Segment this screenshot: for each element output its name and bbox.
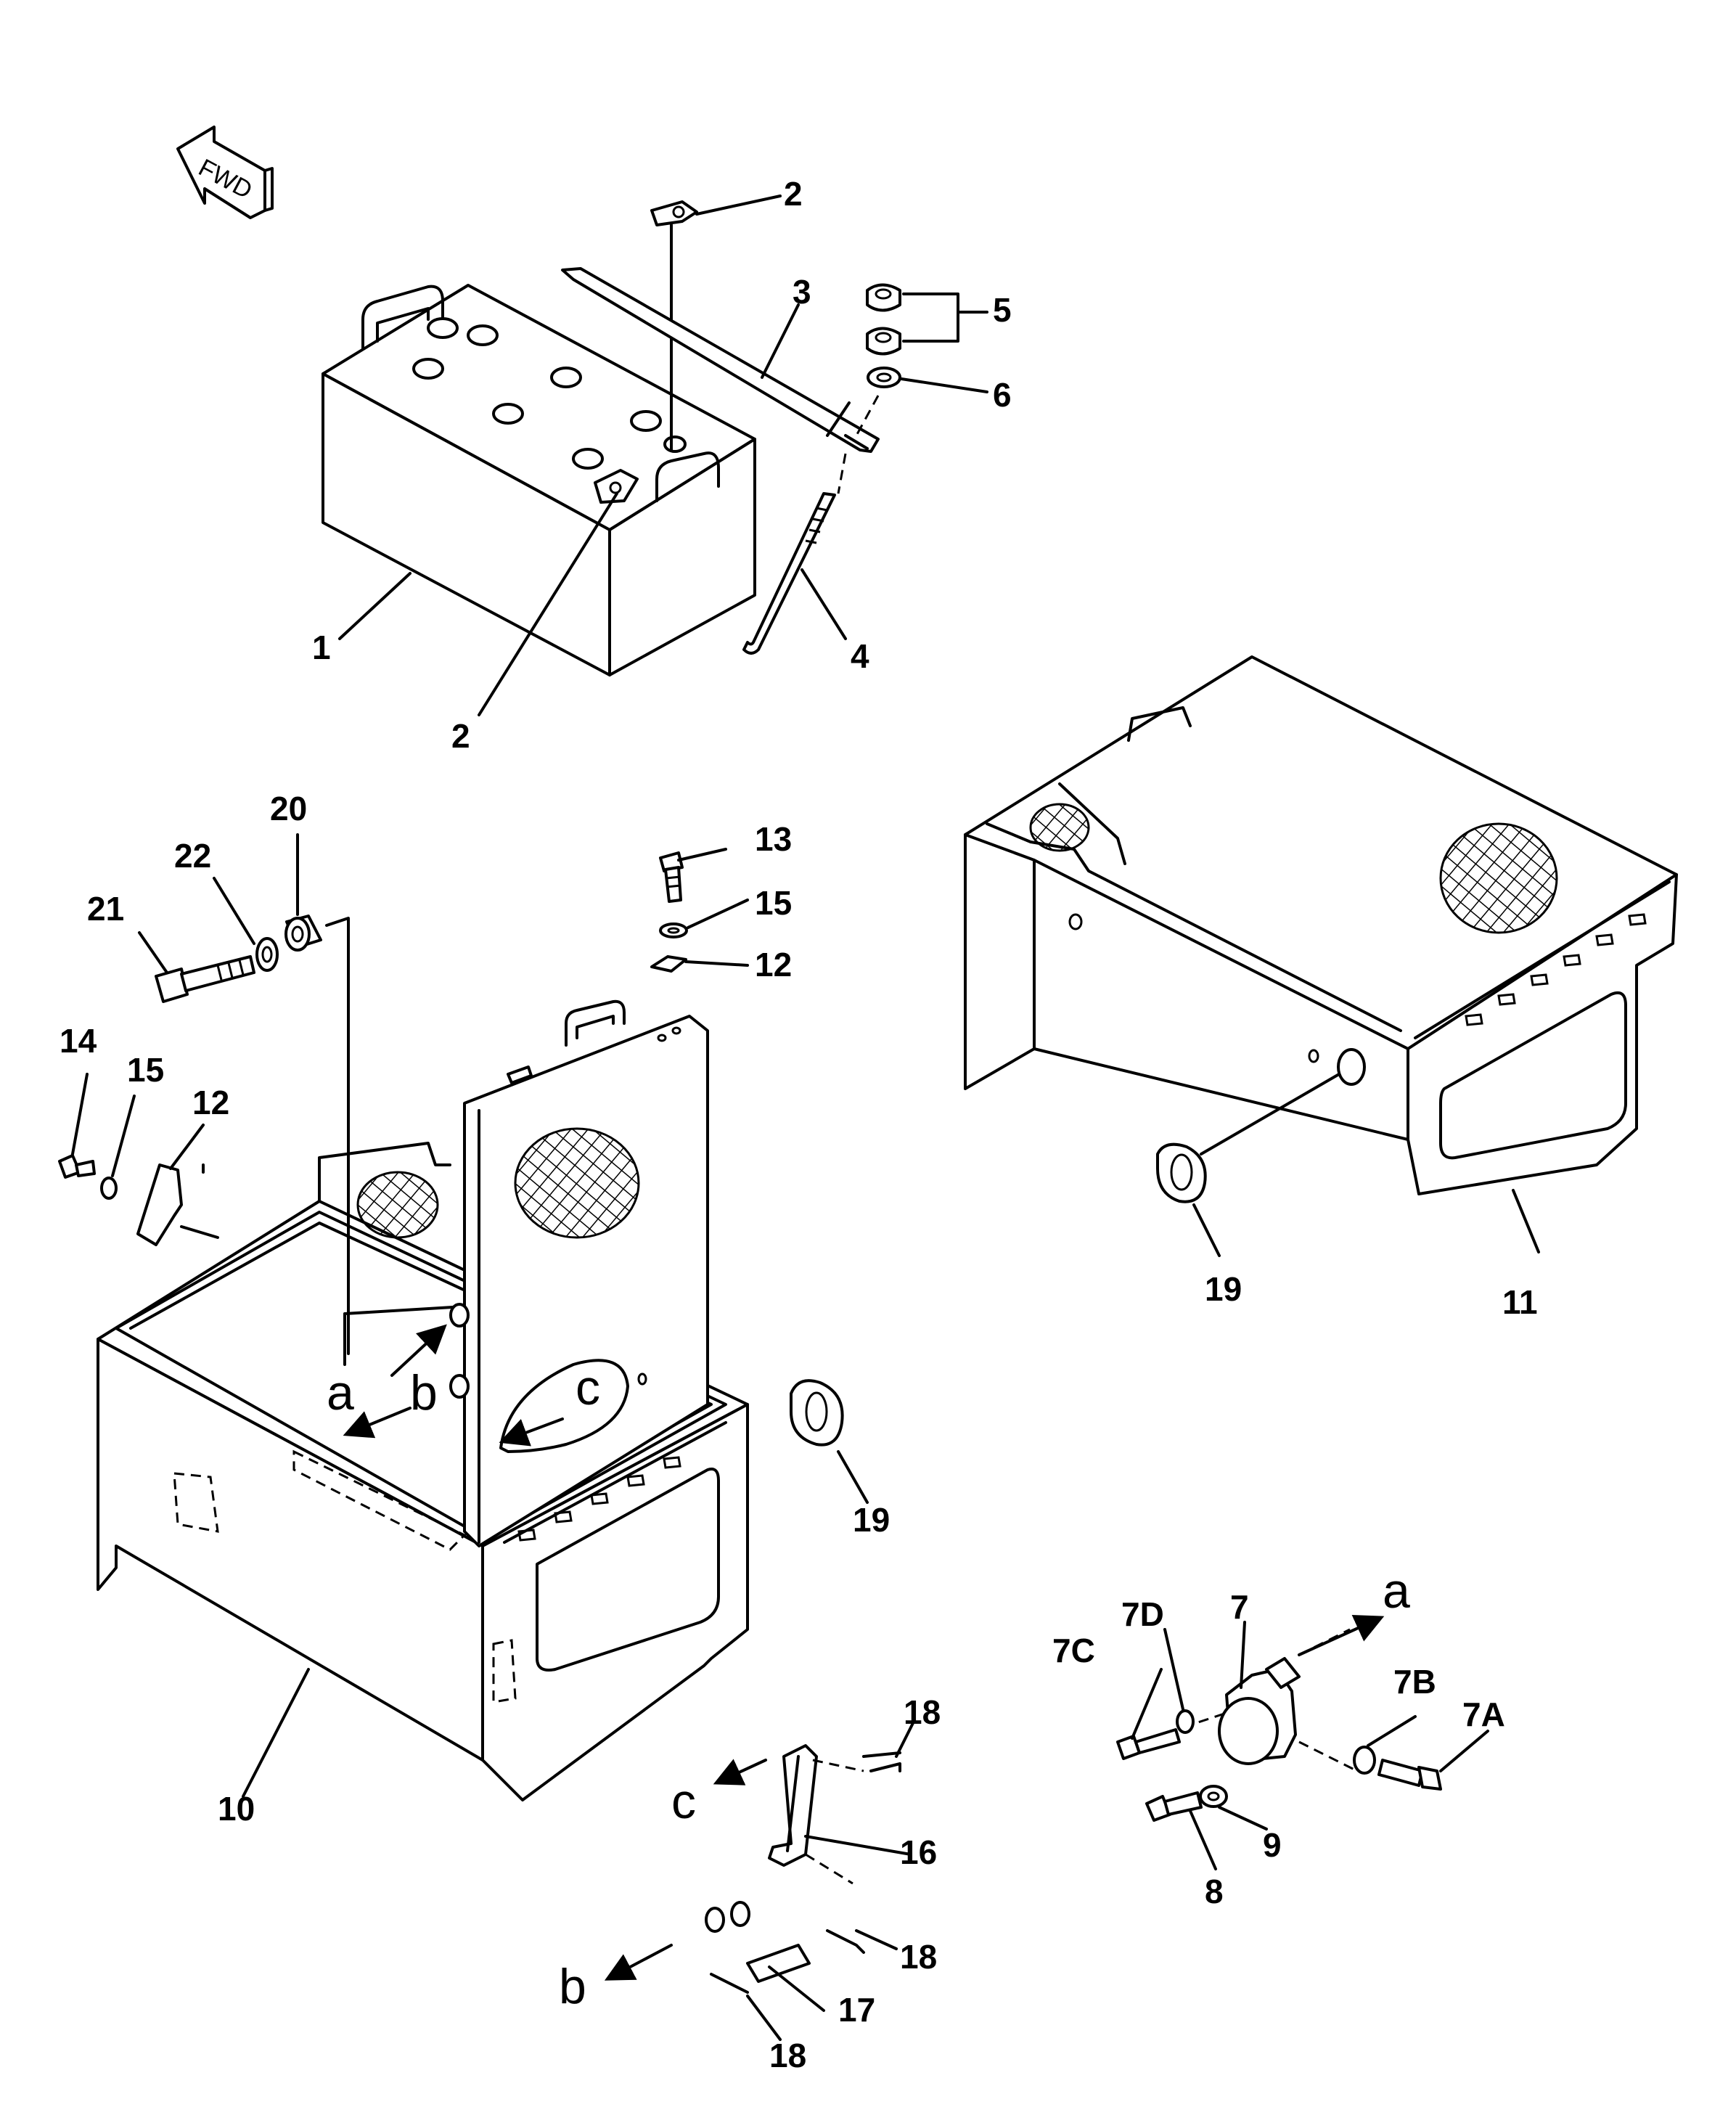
ref-letter-a-switch: a: [1383, 1563, 1410, 1619]
washer-7b: [1353, 1746, 1376, 1775]
battery-caps: [412, 317, 687, 470]
label-part-15-left: 15: [127, 1051, 164, 1089]
lid-vent-mesh: [514, 1127, 640, 1239]
label-part-17: 17: [838, 1991, 875, 2029]
washer-15-top: [659, 922, 688, 938]
label-part-21: 21: [87, 890, 124, 928]
label-part-19-right: 19: [1205, 1270, 1242, 1308]
cover-vent-slots: [1465, 913, 1647, 1026]
forward-direction-arrow: FWD: [176, 126, 274, 219]
label-part-7a: 7A: [1462, 1695, 1505, 1733]
washer-7d: [1176, 1709, 1195, 1734]
part-number-labels: 1 2 2 3 4 5 6 7 7A 7B 7C 7D 8 9 10 11 12…: [60, 175, 1538, 2074]
vent-mesh-large: [1439, 822, 1558, 934]
label-part-2-top: 2: [784, 175, 803, 213]
bracket-16: [768, 1744, 864, 1885]
washer-9: [1199, 1785, 1228, 1808]
label-part-7d: 7D: [1121, 1595, 1164, 1633]
label-part-12-left: 12: [192, 1084, 229, 1121]
label-part-5: 5: [993, 291, 1012, 329]
label-part-15-top: 15: [755, 884, 792, 922]
label-part-3: 3: [793, 273, 811, 311]
collar-20: [284, 915, 350, 1355]
washer-15-left: [100, 1177, 118, 1200]
label-part-2-bottom: 2: [451, 717, 470, 755]
label-part-6: 6: [993, 376, 1012, 414]
battery-relay-switch: [1218, 1615, 1385, 1772]
battery-box-lid: [463, 999, 709, 1547]
clip-12-left: [136, 1163, 219, 1246]
label-part-19-middle: 19: [853, 1501, 890, 1539]
label-part-18-c: 18: [769, 2037, 806, 2074]
ref-letter-c-box: c: [576, 1360, 600, 1415]
reference-arrows-bracket: [604, 1759, 767, 1981]
label-part-13: 13: [755, 820, 792, 858]
label-part-14: 14: [60, 1022, 97, 1060]
ref-letter-b-box: b: [410, 1365, 438, 1420]
label-part-8: 8: [1205, 1873, 1224, 1910]
grommet-middle: [790, 1379, 844, 1447]
label-part-9: 9: [1263, 1826, 1282, 1864]
label-part-7c: 7C: [1052, 1632, 1095, 1669]
j-bolt: [742, 453, 847, 655]
pins-18: [710, 1751, 901, 1994]
reference-letters: a b c a b c: [327, 1360, 1410, 2014]
washer-6: [855, 367, 901, 436]
box-vent-slots: [517, 1456, 681, 1542]
label-part-16: 16: [900, 1833, 937, 1871]
label-part-18-b: 18: [900, 1938, 937, 1976]
label-part-20: 20: [270, 790, 307, 827]
label-part-22: 22: [174, 837, 211, 875]
washer-22: [255, 937, 279, 972]
battery-cover-right: [964, 655, 1678, 1195]
vent-mesh-small: [1029, 803, 1090, 852]
ref-letter-b-bracket: b: [559, 1959, 586, 2014]
label-part-1: 1: [312, 629, 331, 666]
leader-lines: [71, 195, 1540, 2041]
hold-down-bar: [561, 267, 880, 453]
screw-13: [659, 851, 684, 903]
ref-letter-c-bracket: c: [671, 1774, 696, 1829]
terminal-clamp-bottom: [594, 469, 639, 504]
label-part-7b: 7B: [1393, 1663, 1436, 1701]
grommet-right: [1156, 1073, 1340, 1203]
reference-arrows-box: [343, 1303, 564, 1447]
plate-17: [705, 1901, 811, 1983]
bolt-7a: [1377, 1759, 1442, 1791]
label-part-7: 7: [1230, 1588, 1249, 1626]
battery: [322, 284, 756, 676]
label-part-10: 10: [218, 1790, 255, 1828]
label-part-11: 11: [1502, 1283, 1538, 1321]
box-vent-mesh: [356, 1171, 439, 1239]
ref-letter-a-box: a: [327, 1365, 354, 1420]
bolt-8: [1145, 1791, 1203, 1822]
label-part-18-a: 18: [904, 1693, 941, 1731]
clip-12-top: [650, 955, 687, 973]
bolt-7c: [1116, 1711, 1227, 1760]
label-part-12-top: 12: [755, 946, 792, 983]
bolt-21: [155, 955, 255, 1003]
label-part-4: 4: [851, 637, 869, 675]
nuts: [866, 283, 901, 356]
terminal-clamp-top: [650, 200, 698, 451]
screw-14: [58, 1154, 96, 1179]
